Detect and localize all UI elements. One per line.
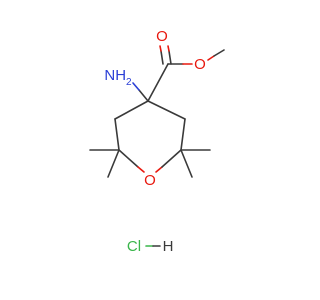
hydrogen-label: H [163,238,174,255]
molecule-drawing: NH2 O O O Cl H [89,28,225,255]
bond-ring-o-c6-red [155,166,163,173]
bond-c4-carbonyl-c [147,63,169,102]
bond-carbonyl-double-2-red [167,45,170,52]
bond-carbonyl-double-2 [168,50,172,65]
bond-c4-c3 [114,100,149,120]
bond-c2-methyl-b [107,149,120,178]
structure-diagram: NH2 O O O Cl H [89,28,225,255]
bond-c2-ring-o [118,149,139,168]
bond-c6-c5 [180,118,186,151]
bond-c4-n-blue [132,82,140,91]
bond-c5-c4 [147,100,186,120]
bond-ring-o-c6 [161,149,182,168]
bond-c4-n [138,89,149,102]
ester-oxygen-label: O [194,56,206,73]
bond-ester-o-methyl-red [207,55,215,61]
bond-carbonyl-double-1 [160,50,164,65]
bond-c2-ring-o-red [137,166,145,173]
chlorine-label: Cl [127,238,141,255]
carbonyl-oxygen-label: O [156,28,168,45]
bond-carbonyl-double-1-red [159,45,162,52]
bond-c6-methyl-b [180,149,193,178]
amine-label: NH2 [104,67,132,88]
bond-c3-c2 [114,118,120,151]
ring-oxygen-label: O [144,172,156,189]
bond-ester-o-methyl [213,49,225,57]
